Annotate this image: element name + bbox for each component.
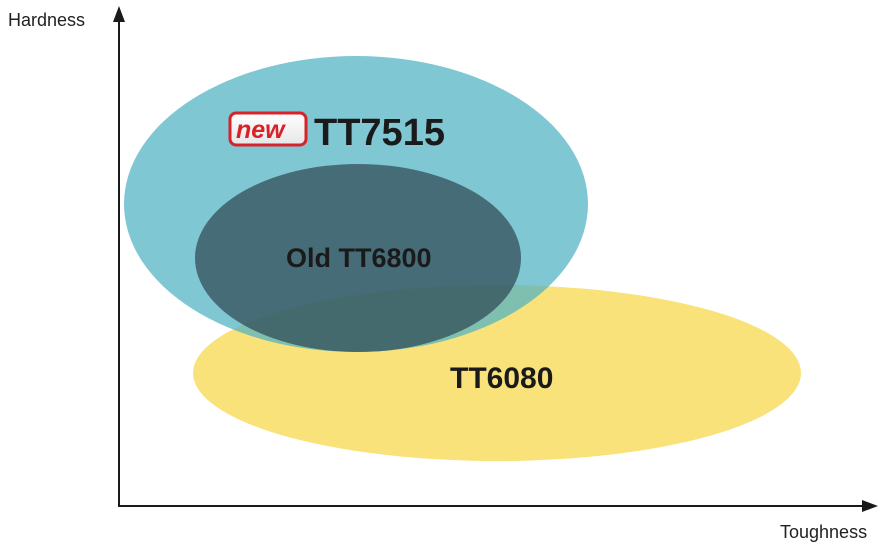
new-badge: new	[228, 111, 308, 147]
new-badge-text: new	[236, 116, 286, 144]
new-badge-frame	[228, 111, 308, 147]
axes: Hardness Toughness	[8, 6, 878, 542]
y-axis-arrow-icon	[113, 6, 125, 22]
tt7515-label: TT7515	[314, 112, 445, 154]
tt6800-label: Old TT6800	[286, 243, 432, 273]
y-axis-label: Hardness	[8, 10, 85, 30]
x-axis-label: Toughness	[780, 522, 867, 542]
tt6800-region	[195, 164, 521, 352]
x-axis-arrow-icon	[862, 500, 878, 512]
tt6080-label: TT6080	[450, 362, 553, 395]
